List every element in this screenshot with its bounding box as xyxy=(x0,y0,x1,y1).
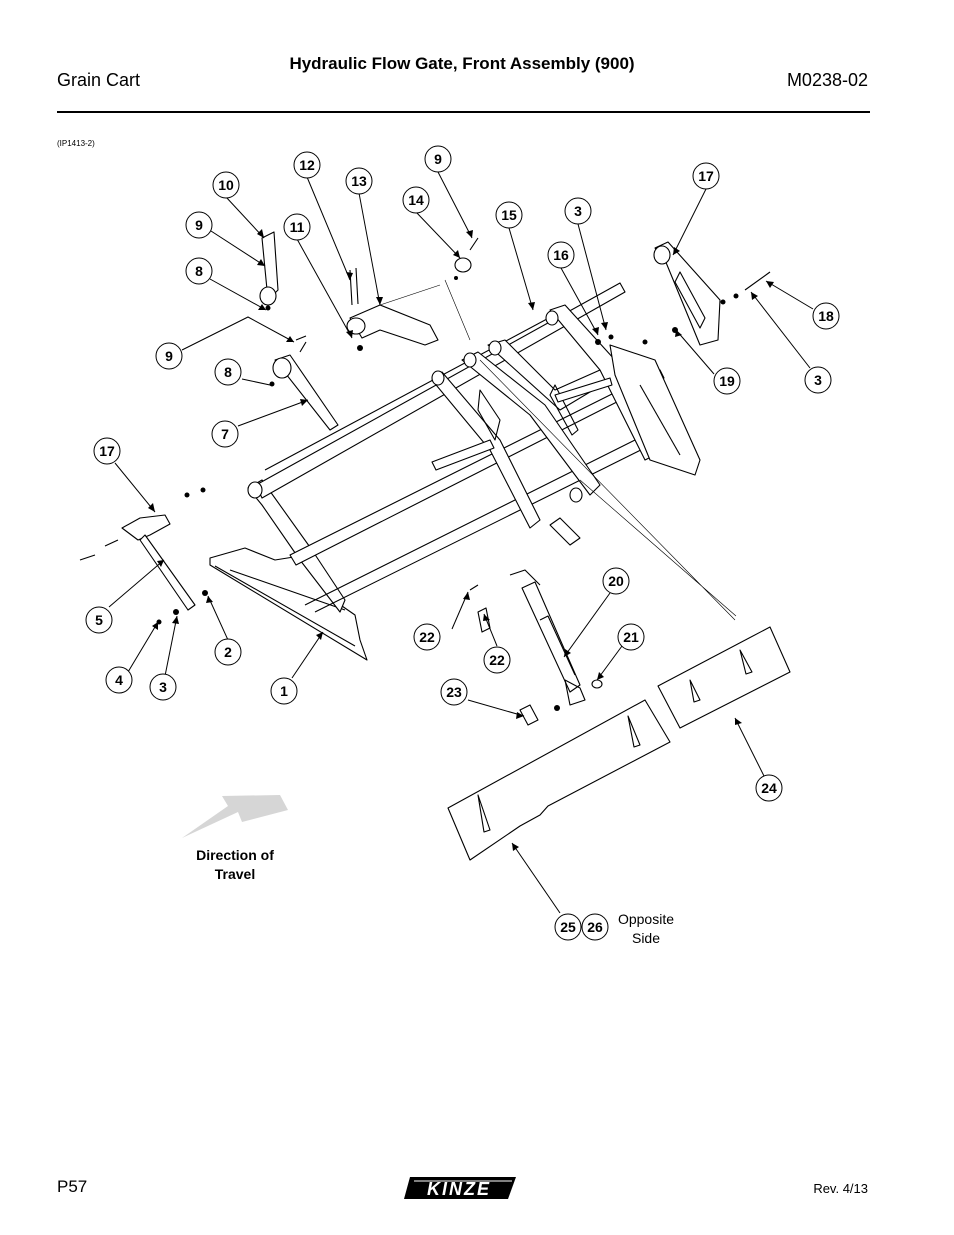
svg-text:20: 20 xyxy=(608,573,624,589)
callout-4: 4 xyxy=(105,666,133,694)
plate-17-left xyxy=(121,514,171,541)
svg-text:24: 24 xyxy=(761,780,777,796)
panel-25 xyxy=(447,699,671,861)
cylinder-20 xyxy=(521,581,581,693)
page-number: P57 xyxy=(57,1177,88,1196)
parts-artwork xyxy=(79,231,791,861)
svg-text:25: 25 xyxy=(560,919,576,935)
svg-text:4: 4 xyxy=(115,672,123,688)
callout-9-left: 9 xyxy=(185,211,213,239)
callouts: 12 13 9 10 9 11 14 15 3 17 8 16 18 9 8 1… xyxy=(85,145,840,941)
svg-text:12: 12 xyxy=(299,157,315,173)
svg-text:16: 16 xyxy=(553,247,569,263)
front-beam xyxy=(304,429,666,613)
manual-number: M0238-02 xyxy=(786,70,868,90)
callout-26: 26 xyxy=(581,913,609,941)
end-plate xyxy=(609,344,701,476)
svg-text:17: 17 xyxy=(99,443,115,459)
callout-3-right: 3 xyxy=(804,366,832,394)
callout-8-lower: 8 xyxy=(214,358,242,386)
callout-10: 10 xyxy=(212,171,240,199)
callout-12: 12 xyxy=(293,151,321,179)
svg-text:22: 22 xyxy=(489,652,505,668)
callout-1: 1 xyxy=(270,677,298,705)
leader-arrows xyxy=(148,229,774,851)
callout-17-left: 17 xyxy=(93,437,121,465)
callout-16: 16 xyxy=(547,241,575,269)
arm-mid xyxy=(461,351,601,496)
svg-text:7: 7 xyxy=(221,426,229,442)
link-7 xyxy=(274,354,339,431)
svg-text:11: 11 xyxy=(290,219,305,235)
svg-text:10: 10 xyxy=(218,177,234,193)
svg-text:22: 22 xyxy=(419,629,435,645)
callout-15: 15 xyxy=(495,201,523,229)
svg-text:KINZE: KINZE xyxy=(427,1179,491,1199)
leader-lines xyxy=(108,171,814,914)
svg-text:19: 19 xyxy=(719,373,735,389)
callout-8-upper: 8 xyxy=(185,257,213,285)
header-rule xyxy=(57,111,870,113)
direction-arrow xyxy=(182,795,288,838)
callout-9-top: 9 xyxy=(424,145,452,173)
callout-7: 7 xyxy=(211,420,239,448)
callout-3-left: 3 xyxy=(149,673,177,701)
callout-18: 18 xyxy=(812,302,840,330)
callout-20: 20 xyxy=(602,567,630,595)
callout-17-right: 17 xyxy=(692,162,720,190)
svg-text:18: 18 xyxy=(818,308,834,324)
svg-text:9: 9 xyxy=(195,217,203,233)
callout-25: 25 xyxy=(554,913,582,941)
callout-5: 5 xyxy=(85,606,113,634)
kinze-logo: KINZE xyxy=(404,1177,516,1199)
bracket-13 xyxy=(349,304,439,346)
callout-11: 11 xyxy=(283,213,311,241)
svg-text:17: 17 xyxy=(698,168,714,184)
lower-bar xyxy=(289,369,665,566)
link-10 xyxy=(261,231,279,301)
svg-text:3: 3 xyxy=(814,372,822,388)
svg-text:26: 26 xyxy=(587,919,603,935)
svg-text:23: 23 xyxy=(446,684,462,700)
header-product: Grain Cart xyxy=(57,70,141,90)
svg-text:2: 2 xyxy=(224,644,232,660)
svg-text:1: 1 xyxy=(280,683,288,699)
svg-text:13: 13 xyxy=(351,173,367,189)
svg-text:15: 15 xyxy=(501,207,517,223)
callout-22-right: 22 xyxy=(483,646,511,674)
callout-13: 13 xyxy=(345,167,373,195)
svg-text:9: 9 xyxy=(434,151,442,167)
callout-21: 21 xyxy=(617,623,645,651)
svg-text:8: 8 xyxy=(195,263,203,279)
direction-label: Direction of Travel xyxy=(196,847,274,882)
panel-24 xyxy=(657,626,791,729)
callout-24: 24 xyxy=(755,774,783,802)
callout-22-left: 22 xyxy=(413,623,441,651)
svg-text:9: 9 xyxy=(165,348,173,364)
frame-cylinder xyxy=(431,439,495,471)
callout-19: 19 xyxy=(713,367,741,395)
callout-23: 23 xyxy=(440,678,468,706)
revision: Rev. 4/13 xyxy=(813,1181,868,1196)
gate-frame xyxy=(209,547,368,661)
svg-text:21: 21 xyxy=(623,629,639,645)
svg-text:14: 14 xyxy=(408,192,424,208)
svg-text:3: 3 xyxy=(574,203,582,219)
page-title: Hydraulic Flow Gate, Front Assembly (900… xyxy=(289,54,635,73)
callout-9-mid: 9 xyxy=(155,342,183,370)
svg-text:8: 8 xyxy=(224,364,232,380)
callout-3-top: 3 xyxy=(564,197,592,225)
callout-2: 2 xyxy=(214,638,242,666)
callout-14: 14 xyxy=(402,186,430,214)
svg-text:3: 3 xyxy=(159,679,167,695)
svg-text:5: 5 xyxy=(95,612,103,628)
opposite-side-label: Opposite Side xyxy=(617,911,675,946)
figure-reference: (IP1413-2) xyxy=(57,139,95,148)
